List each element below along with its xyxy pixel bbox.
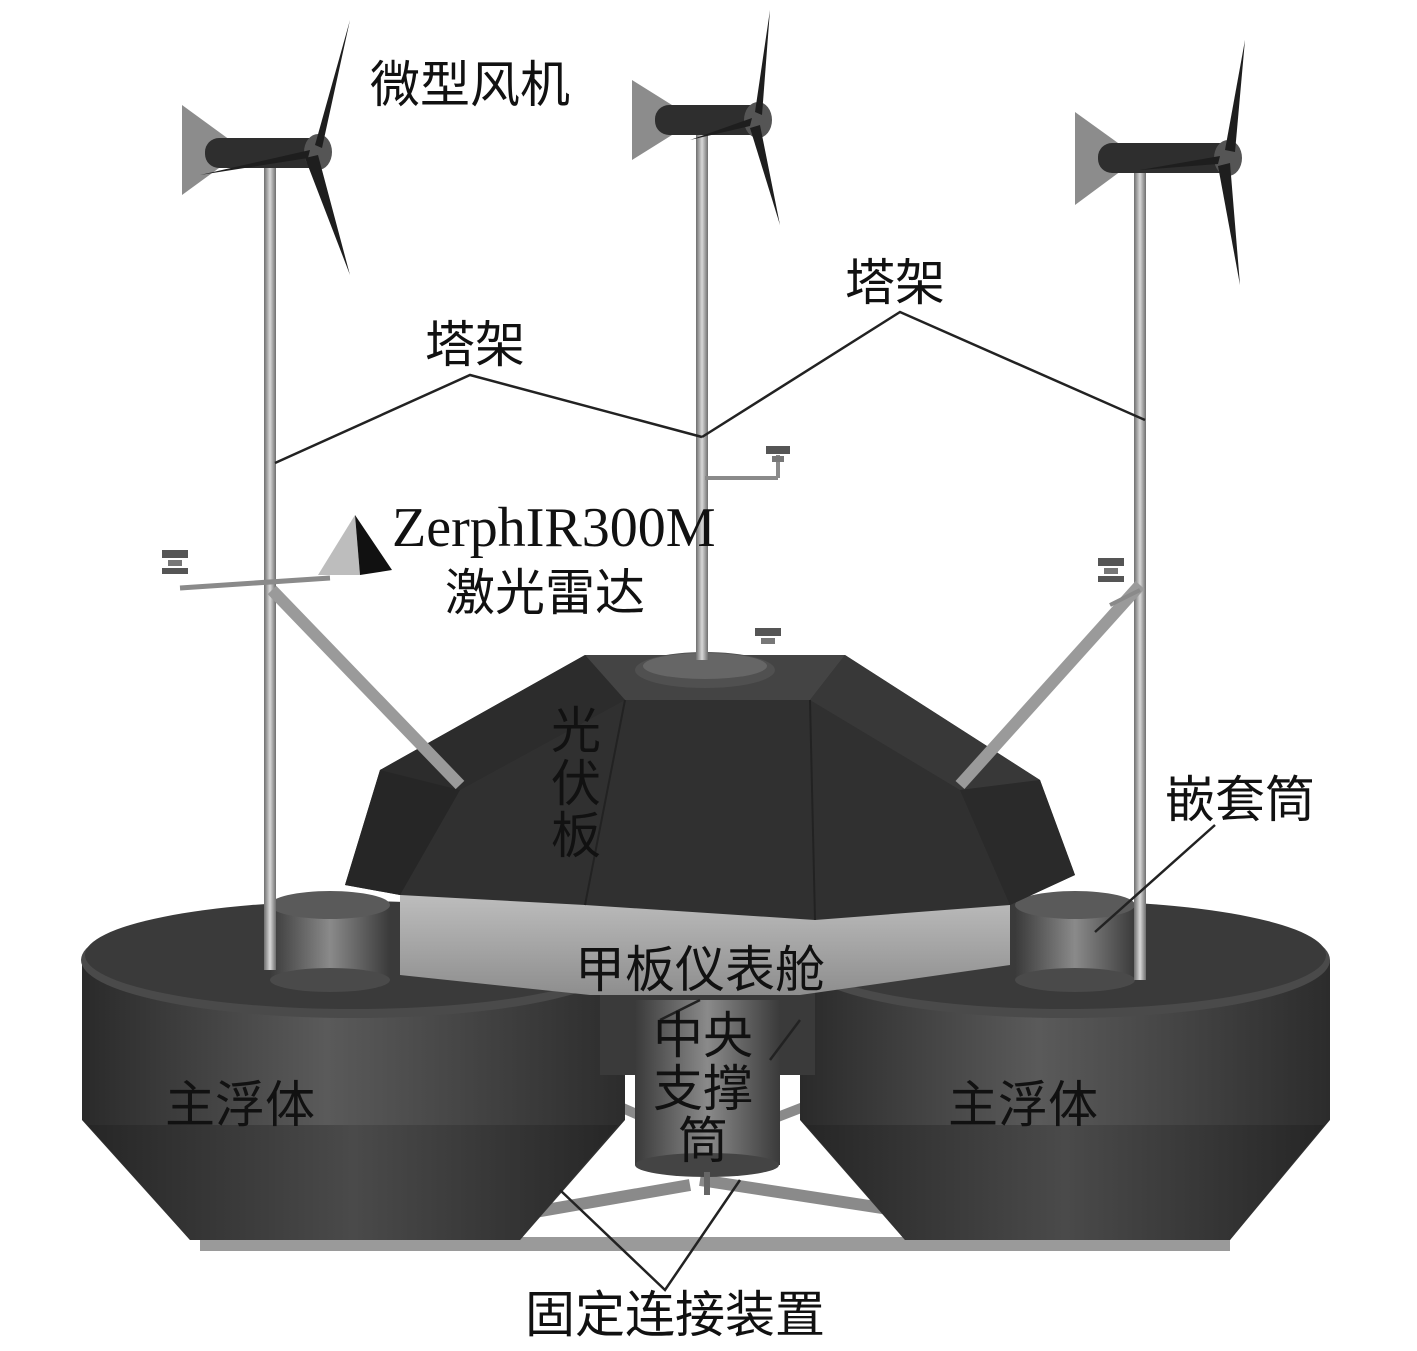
central-support-column [600, 990, 815, 1195]
label-micro-turbine: 微型风机 [370, 56, 570, 114]
deck-cabin-block [400, 895, 1010, 995]
leader-lines [274, 310, 1216, 1292]
anemometer-icons [162, 446, 1124, 644]
label-lidar-model: ZerphIR300M [392, 497, 716, 559]
label-float-left: 主浮体 [165, 1076, 315, 1134]
pv-roof [345, 652, 1075, 921]
label-tower-right: 塔架 [845, 254, 945, 312]
label-float-right: 主浮体 [948, 1076, 1098, 1134]
sleeve-cylinders [270, 891, 1135, 992]
lidar-unit [318, 515, 392, 575]
label-sleeve: 嵌套筒 [1165, 771, 1315, 829]
label-lidar-name: 激光雷达 [445, 564, 645, 622]
label-fixed-connection: 固定连接装置 [525, 1286, 825, 1344]
label-central-column: 中央支撑筒 [653, 1007, 753, 1170]
label-pv-panel: 光伏板 [551, 702, 601, 865]
label-deck-cabin: 甲板仪表舱 [575, 941, 825, 999]
wind-turbines [182, 10, 1245, 285]
tower-masts [179, 110, 1146, 980]
label-tower-left: 塔架 [425, 316, 525, 374]
